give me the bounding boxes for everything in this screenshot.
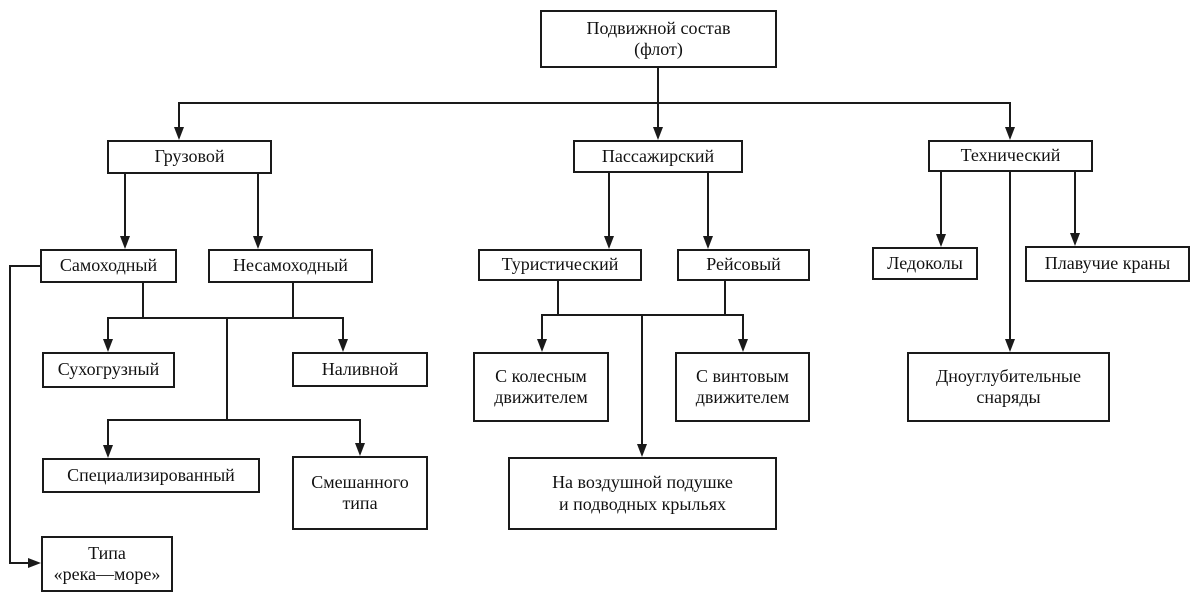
edge-to-na-vozdushnoy	[641, 314, 643, 446]
edge-cargo-rail-1	[107, 317, 344, 319]
edge-turistichesky-stem	[557, 281, 559, 315]
edge-to-smeshannogo	[359, 419, 361, 445]
node-sukhogruzny: Сухогрузный	[42, 352, 175, 388]
edge-reka-more-top	[9, 265, 41, 267]
arrowhead-plavuchie	[1070, 233, 1080, 246]
edge-tekhnichesky-plavuchie	[1074, 172, 1076, 235]
arrowhead-sukhogruzny	[103, 339, 113, 352]
arrowhead-ledokoly	[936, 234, 946, 247]
node-plavuchie-krany: Плавучие краны	[1025, 246, 1190, 282]
edge-to-gruzovoy	[178, 102, 180, 129]
node-reysovy-label: Рейсовый	[706, 254, 781, 275]
edge-gruzovoy-nesamokhodny	[257, 174, 259, 238]
node-s-kolesnym-label: С колесным	[495, 365, 587, 386]
node-na-vozdushnoy-label-2: и подводных крыльях	[559, 493, 726, 514]
node-turistichesky: Туристический	[478, 249, 642, 281]
node-na-vozdushnoy: На воздушной подушке и подводных крыльях	[508, 457, 777, 530]
edge-passazhirsky-reysovy	[707, 173, 709, 238]
edge-to-s-kolesnym	[541, 314, 543, 341]
arrowhead-na-vozdushnoy	[637, 444, 647, 457]
edge-to-passazhirsky	[657, 102, 659, 129]
node-spetsializirovanny-label: Специализированный	[67, 464, 235, 485]
edge-cargo-mid-stem	[226, 317, 228, 421]
edge-to-tekhnichesky	[1009, 102, 1011, 129]
arrowhead-reysovy	[703, 236, 713, 249]
arrowhead-turistichesky	[604, 236, 614, 249]
node-smeshannogo-tipa-label: Смешанного	[311, 471, 409, 492]
node-s-kolesnym-label-2: движителем	[494, 387, 588, 407]
node-samokhodny: Самоходный	[40, 249, 177, 283]
arrowhead-to-gruzovoy	[174, 127, 184, 140]
node-s-kolesnym: С колесным движителем	[473, 352, 609, 422]
node-dnouglubitelnye-label: Дноуглубительные	[936, 365, 1081, 386]
node-root-label-2: (флот)	[634, 39, 683, 59]
node-turistichesky-label: Туристический	[501, 254, 619, 275]
node-s-vintovym: С винтовым движителем	[675, 352, 810, 422]
arrowhead-reka-more	[28, 558, 41, 568]
node-s-vintovym-label: С винтовым	[696, 365, 789, 386]
edge-root-stem	[657, 68, 659, 103]
edge-reka-more-rail	[9, 265, 11, 564]
node-tekhnichesky-label: Технический	[960, 145, 1061, 166]
node-sukhogruzny-label: Сухогрузный	[57, 359, 160, 380]
node-tekhnichesky: Технический	[928, 140, 1093, 172]
arrowhead-to-passazhirsky	[653, 127, 663, 140]
node-nesamokhodny: Несамоходный	[208, 249, 373, 283]
arrowhead-nesamokhodny	[253, 236, 263, 249]
edge-passazhirsky-turistichesky	[608, 173, 610, 238]
node-gruzovoy: Грузовой	[107, 140, 272, 174]
arrowhead-s-kolesnym	[537, 339, 547, 352]
edge-to-spetsializirovanny	[107, 419, 109, 447]
edge-samokhodny-stem	[142, 283, 144, 319]
node-passazhirsky-label: Пассажирский	[601, 145, 715, 166]
edge-nesamokhodny-stem	[292, 283, 294, 319]
node-tipa-reka-more: Типа «река—море»	[41, 536, 173, 592]
node-tipa-reka-more-label: Типа	[88, 542, 126, 563]
node-passazhirsky: Пассажирский	[573, 140, 743, 173]
edge-to-s-vintovym	[742, 314, 744, 341]
edge-tekhnichesky-ledokoly	[940, 172, 942, 236]
node-nalivnoy-label: Наливной	[321, 358, 399, 379]
node-tipa-reka-more-label-2: «река—море»	[53, 564, 161, 584]
edge-cargo-rail-2	[107, 419, 361, 421]
node-smeshannogo-tipa: Смешанного типа	[292, 456, 428, 530]
node-reysovy: Рейсовый	[677, 249, 810, 281]
node-ledokoly: Ледоколы	[872, 247, 978, 280]
edge-gruzovoy-samokhodny	[124, 174, 126, 238]
edge-to-nalivnoy	[342, 317, 344, 341]
edge-reka-more-bottom	[9, 562, 30, 564]
node-s-vintovym-label-2: движителем	[695, 387, 790, 407]
node-dnouglubitelnye: Дноуглубительные снаряды	[907, 352, 1110, 422]
edge-reysovy-stem	[724, 281, 726, 315]
node-smeshannogo-tipa-label-2: типа	[342, 493, 378, 513]
node-root: Подвижной состав (флот)	[540, 10, 777, 68]
arrowhead-nalivnoy	[338, 339, 348, 352]
arrowhead-s-vintovym	[738, 339, 748, 352]
edge-to-sukhogruzny	[107, 317, 109, 341]
node-gruzovoy-label: Грузовой	[154, 146, 225, 167]
edge-top-rail	[178, 102, 1011, 104]
node-root-label: Подвижной состав	[586, 17, 731, 38]
node-dnouglubitelnye-label-2: снаряды	[976, 387, 1041, 407]
node-nalivnoy: Наливной	[292, 352, 428, 387]
arrowhead-spetsializirovanny	[103, 445, 113, 458]
arrowhead-dnouglubitelnye	[1005, 339, 1015, 352]
node-samokhodny-label: Самоходный	[59, 255, 158, 276]
node-plavuchie-krany-label: Плавучие краны	[1044, 253, 1171, 274]
edge-tekhnichesky-dnouglubitelnye	[1009, 172, 1011, 341]
arrowhead-samokhodny	[120, 236, 130, 249]
arrowhead-to-tekhnichesky	[1005, 127, 1015, 140]
node-ledokoly-label: Ледоколы	[887, 252, 963, 273]
node-spetsializirovanny: Специализированный	[42, 458, 260, 493]
node-na-vozdushnoy-label: На воздушной подушке	[552, 472, 733, 493]
node-nesamokhodny-label: Несамоходный	[233, 255, 348, 276]
arrowhead-smeshannogo	[355, 443, 365, 456]
